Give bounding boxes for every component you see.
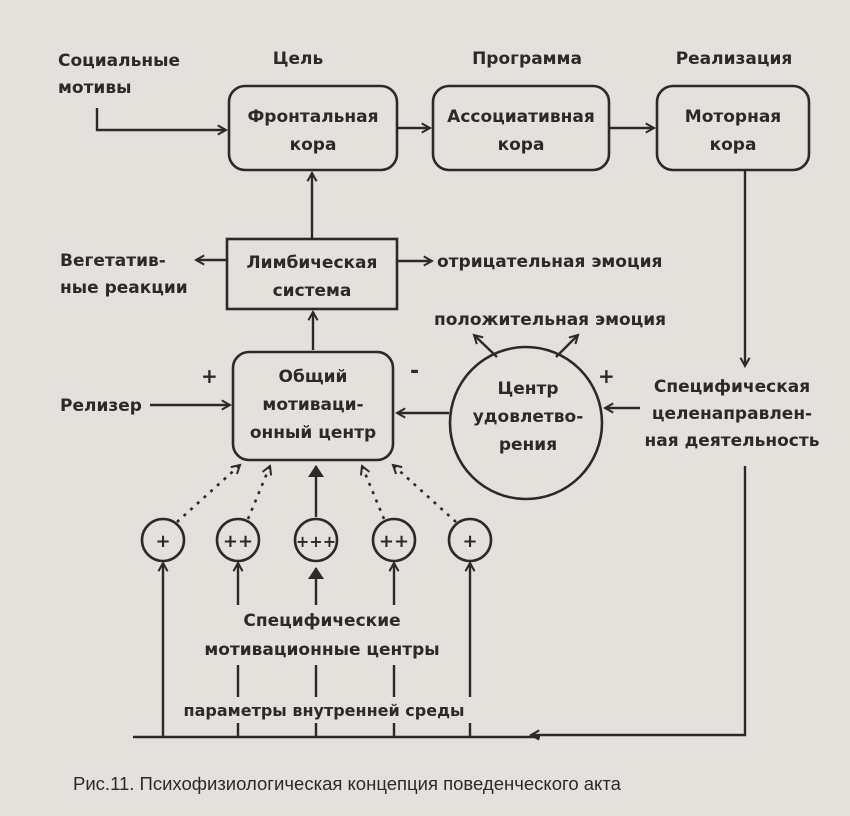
motivation-center-label-2: мотиваци- [262,395,363,415]
internal-params-label-bg [165,697,483,723]
limbic-system-label-2: система [273,281,352,301]
satisfaction-center-label-2: удовлетво- [473,407,584,427]
specific-activity-label: Специфическая [654,377,810,397]
center-circle-3 [293,517,339,563]
vegetative-reactions-label: Вегетатив- [60,251,166,271]
positive-emotion-arrow-right [555,335,578,358]
motivation-center-box [231,350,395,462]
social-motives-label: Социальные [58,51,180,71]
dotted-arrow-1 [176,465,240,523]
satisfaction-center-label: Центр [497,379,558,399]
center-circle-5-label: + [462,531,477,552]
associative-cortex-label: Ассоциативная [447,107,595,127]
motivation-center-label-3: онный центр [250,423,376,443]
positive-emotion-label: положительная эмоция [434,310,666,330]
frontal-cortex-label-2: кора [290,135,337,155]
minus-sign: - [410,359,419,384]
internal-params-label: параметры внутренней среды [184,701,465,720]
social-motives-arrow [95,108,226,130]
motivation-center-label: Общий [279,367,348,387]
figure-caption: Рис.11. Психофизиологическая концепция п… [73,773,622,794]
center-circle-3-label: +++ [296,532,336,551]
motor-cortex-label-2: кора [710,135,757,155]
motor-cortex-box [655,84,811,172]
positive-emotion-arrow-left [474,335,498,358]
center-circle-4-label: ++ [379,531,409,552]
limbic-system-box [225,237,399,311]
dotted-arrow-5 [393,465,457,523]
feedback-arrow [531,466,747,735]
specific-centers-label-bg [232,605,412,665]
goal-label: Цель [273,49,324,69]
social-motives-label-2: мотивы [58,78,131,98]
center-circle-5 [447,517,493,563]
plus-sign-satisfaction: + [598,364,615,388]
program-label: Программа [472,49,582,69]
specific-activity-label-2: целенаправлен- [652,404,812,424]
negative-emotion-label: отрицательная эмоция [437,252,662,272]
center-circle-2 [215,517,261,563]
specific-centers-label: Специфические [243,611,400,631]
associative-cortex-box [431,84,611,172]
frontal-cortex-label: Фронтальная [247,107,378,127]
dotted-arrow-4 [362,466,386,520]
center-circle-4 [371,517,417,563]
plus-sign-releaser: + [201,364,218,388]
satisfaction-center-circle [448,345,604,501]
satisfaction-center-label-3: рения [499,435,557,455]
specific-activity-label-3: ная деятельность [645,431,820,451]
associative-cortex-label-2: кора [498,135,545,155]
frontal-cortex-box [227,84,399,172]
realization-label: Реализация [676,49,793,69]
limbic-system-label: Лимбическая [247,253,378,273]
center-circle-1-label: + [155,531,170,552]
center-circle-1 [140,517,186,563]
center-circle-2-label: ++ [223,531,253,552]
dotted-arrow-2 [246,466,270,520]
releaser-label: Релизер [60,396,142,416]
motor-cortex-label: Моторная [685,107,781,127]
specific-centers-label-2: мотивационные центры [204,640,439,660]
vegetative-reactions-label-2: ные реакции [60,278,188,298]
